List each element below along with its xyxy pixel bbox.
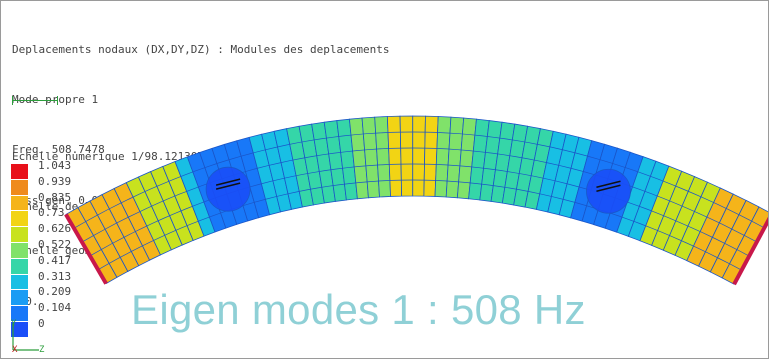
nodal-zone-node-left (205, 166, 251, 212)
nodal-mark (596, 180, 621, 189)
legend-swatch (11, 322, 28, 337)
legend-swatch (11, 211, 28, 227)
nodal-mark (215, 178, 241, 186)
axis-y-label: Y (11, 319, 17, 329)
legend-swatch (11, 179, 28, 195)
mesh-longitudinal-line (97, 179, 742, 271)
legend-label: 0.313 (38, 269, 72, 283)
legend-label: 0.626 (38, 222, 72, 236)
mode-label: Mode propre 1 (12, 92, 99, 106)
legend-label: 0 (38, 317, 45, 330)
axis-x-label: X (12, 345, 18, 355)
mesh-segment (399, 115, 414, 197)
nodal-zone-node-right (586, 168, 631, 214)
axis-z-label: Z (39, 345, 45, 355)
mesh-longitudinal-line (73, 131, 765, 229)
eigen-mode-caption: Eigen modes 1 : 508 Hz (131, 286, 586, 333)
nodal-mark (596, 184, 621, 193)
legend-label: 0.73 (38, 206, 65, 220)
legend-label: 0.835 (38, 190, 72, 204)
scale-bar (12, 100, 58, 101)
left-end-edge (64, 213, 108, 285)
mesh-longitudinal-line (89, 163, 750, 257)
legend-label: 1.043 (38, 159, 72, 172)
legend-swatch (11, 164, 28, 179)
legend-swatch (11, 274, 28, 290)
legend-label: 0.209 (38, 285, 72, 299)
mesh-longitudinal-line (81, 147, 757, 243)
legend-swatch (11, 227, 28, 243)
legend-label: 0.522 (38, 238, 72, 251)
mesh-segment (412, 115, 426, 197)
legend-label: 0.417 (38, 253, 72, 267)
legend-swatch (11, 290, 28, 306)
legend-swatch (11, 243, 28, 258)
legend-swatch (11, 195, 28, 211)
plot-title: Deplacements nodaux (DX,DY,DZ) : Modules… (12, 42, 390, 56)
legend-label: 0.939 (38, 174, 72, 188)
frequency-label: Freq. 508.7478 (12, 143, 105, 157)
nodal-mark (215, 182, 241, 190)
legend-swatch (11, 258, 28, 274)
legend-label: 0.104 (38, 301, 72, 315)
right-end-edge (732, 216, 768, 286)
legend-swatch (11, 306, 28, 322)
axis-triad (12, 323, 39, 351)
scale-bar-right-tick (57, 96, 58, 105)
